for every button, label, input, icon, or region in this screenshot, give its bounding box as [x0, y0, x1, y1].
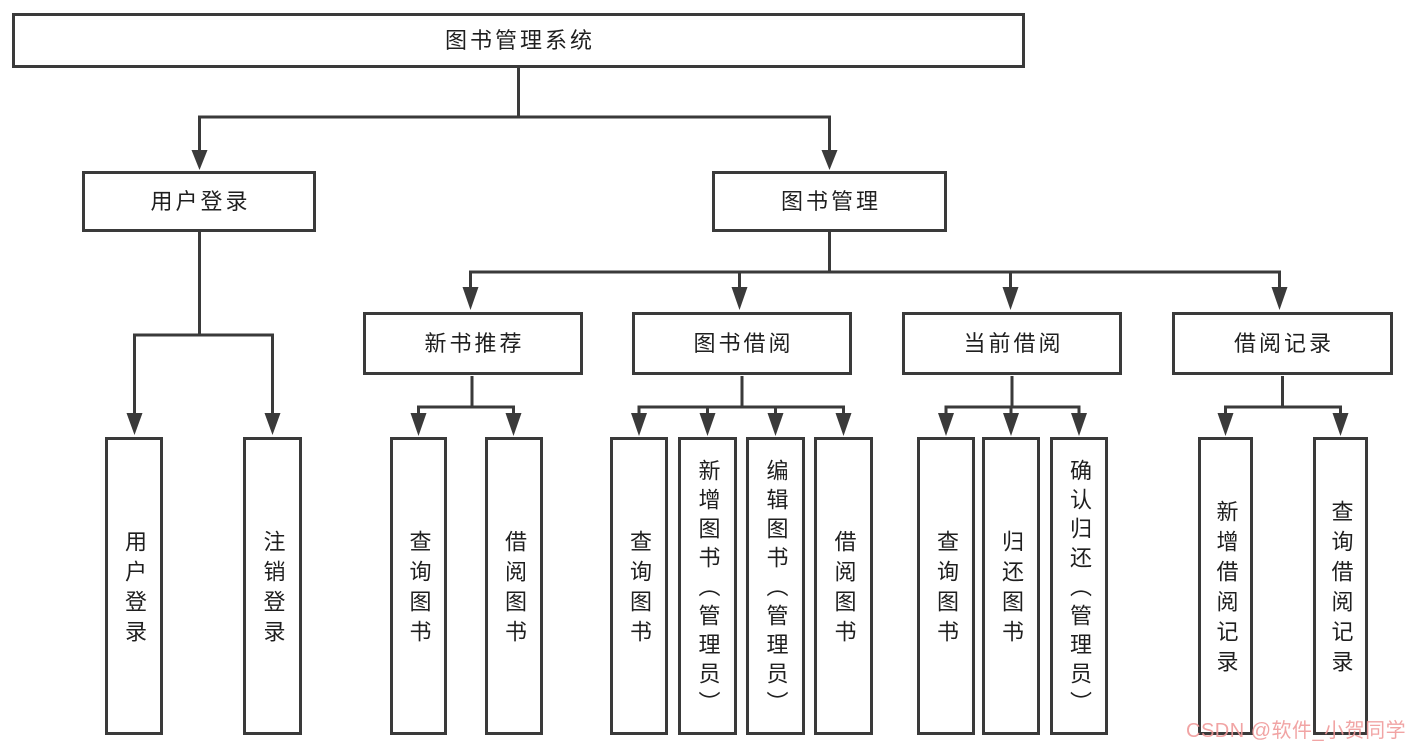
arrowhead	[126, 413, 143, 435]
node-current-borrowing: 当前借阅	[902, 312, 1122, 375]
connector-borrowing-records-children	[1217, 376, 1349, 436]
arrowhead	[821, 150, 838, 170]
node-book-management: 图书管理	[712, 171, 947, 232]
connector-user-login-children	[126, 231, 281, 435]
leaf-borrow-books: 借阅图书	[814, 437, 873, 735]
leaf-query-books-borrowing: 查询图书	[610, 437, 668, 735]
arrowhead	[1003, 413, 1019, 436]
leaf-add-borrow-record: 新增借阅记录	[1198, 437, 1253, 735]
leaf-query-books-recommend: 查询图书	[390, 437, 447, 735]
arrowhead	[1002, 287, 1019, 310]
csdn-watermark: CSDN @软件_小贺同学	[1186, 720, 1405, 742]
arrowhead	[264, 413, 281, 435]
node-new-book-recommendation: 新书推荐	[363, 312, 583, 375]
leaf-confirm-return-admin: 确认归还（管理员）	[1050, 437, 1108, 735]
arrowhead	[1271, 287, 1288, 310]
leaf-query-books-current: 查询图书	[917, 437, 975, 735]
arrowhead	[835, 413, 852, 436]
arrowhead	[1071, 413, 1087, 436]
arrowhead	[938, 413, 954, 436]
node-library-management-system: 图书管理系统	[12, 13, 1025, 68]
connector-book-borrowing-children	[631, 376, 852, 436]
arrowhead	[767, 413, 784, 436]
node-borrowing-records: 借阅记录	[1172, 312, 1393, 375]
leaf-return-books: 归还图书	[982, 437, 1040, 735]
arrowhead	[1217, 413, 1234, 436]
leaf-borrow-books-recommend: 借阅图书	[485, 437, 543, 735]
arrowhead	[462, 287, 479, 310]
node-book-borrowing: 图书借阅	[632, 312, 852, 375]
leaf-logout: 注销登录	[243, 437, 302, 735]
connector-current-borrowing-children	[938, 376, 1087, 436]
arrowhead	[410, 413, 427, 436]
leaf-add-books-admin: 新增图书（管理员）	[678, 437, 737, 735]
arrowhead	[1332, 413, 1349, 436]
leaf-edit-books-admin: 编辑图书（管理员）	[746, 437, 805, 735]
connector-book-management-children	[462, 231, 1288, 310]
arrowhead	[699, 413, 716, 436]
connector-new-book-recommend-children	[410, 376, 522, 436]
connector-root-to-level1	[191, 66, 838, 170]
arrowhead	[631, 413, 647, 436]
arrowhead	[191, 150, 208, 170]
leaf-user-login: 用户登录	[105, 437, 163, 735]
node-user-login: 用户登录	[82, 171, 316, 232]
arrowhead	[731, 287, 748, 310]
leaf-query-borrow-record: 查询借阅记录	[1313, 437, 1368, 735]
arrowhead	[505, 413, 522, 436]
